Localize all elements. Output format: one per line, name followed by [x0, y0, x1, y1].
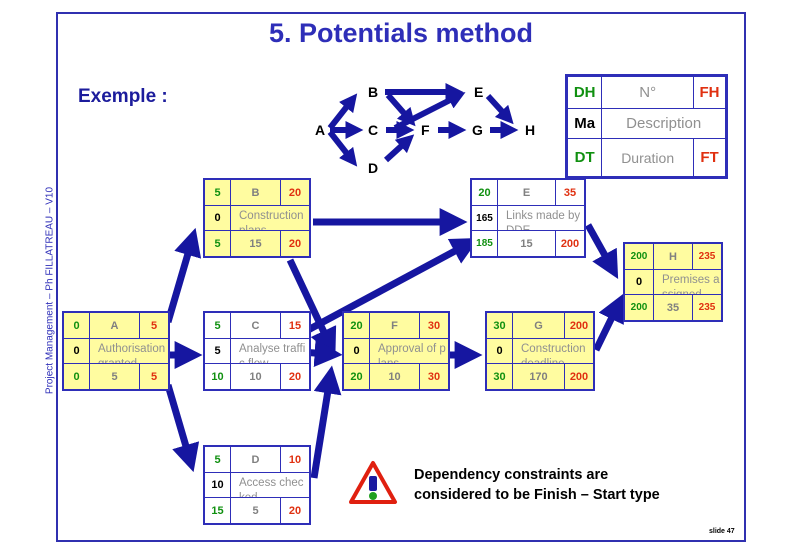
legend-fh: FH [693, 76, 726, 109]
legend-duration: Duration [601, 138, 694, 177]
slide-title: 5. Potentials method [268, 18, 534, 48]
note-line-2: considered to be Finish – Start type [414, 487, 660, 503]
mini-node-d: D [368, 160, 379, 176]
legend-ma: Ma [566, 108, 603, 139]
legend-number: N° [601, 76, 694, 109]
mini-node-e: E [474, 84, 484, 100]
legend-dt: DT [566, 138, 603, 177]
mini-node-b: B [368, 84, 379, 100]
mini-node-h: H [525, 122, 536, 138]
mini-diagram-arrows [327, 83, 519, 167]
slide-number: slide 47 [709, 528, 735, 535]
mini-node-g: G [472, 122, 483, 138]
legend-table: DH N° FH Ma Description DT Duration FT [565, 74, 728, 179]
warning-icon [349, 461, 397, 504]
note-line-1: Dependency constraints are [414, 467, 609, 483]
legend-ft: FT [693, 138, 726, 177]
mini-node-a: A [315, 122, 326, 138]
example-label: Exemple : [78, 86, 168, 107]
mini-node-f: F [421, 122, 430, 138]
slide-frame [56, 12, 746, 542]
dependency-note: Dependency constraints are considered to… [414, 465, 660, 505]
mini-node-c: C [368, 122, 379, 138]
network-arrows [164, 208, 624, 479]
